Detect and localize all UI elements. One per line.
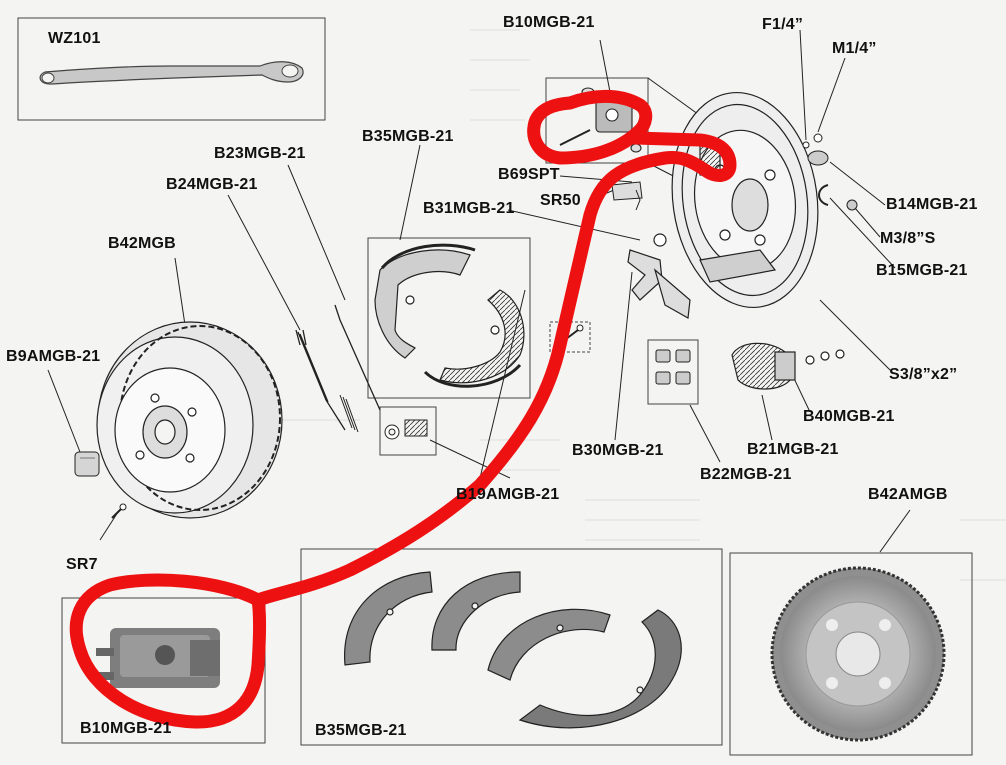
label-b24mgb-21: B24MGB-21 [166, 176, 258, 193]
label-b35mgb-21-top: B35MGB-21 [362, 128, 454, 145]
brake-drum-photo [770, 566, 946, 742]
label-b19amgb-21: B19AMGB-21 [456, 486, 560, 503]
screw-illustration [111, 503, 127, 519]
label-b9amgb-21: B9AMGB-21 [6, 348, 101, 365]
label-b69spt: B69SPT [498, 166, 560, 183]
box-b42a [729, 552, 973, 756]
label-b30mgb-21: B30MGB-21 [572, 442, 664, 459]
label-m1-4: M1/4” [832, 40, 877, 57]
annotation-circle-top [527, 89, 653, 165]
wheel-cylinder-photo [92, 628, 220, 688]
box-b35-top [367, 237, 531, 399]
label-wz101: WZ101 [48, 30, 101, 47]
box-b35-bottom [300, 548, 723, 746]
label-b42mgb: B42MGB [108, 235, 176, 252]
label-f1-4: F1/4” [762, 16, 804, 33]
label-b10mgb-21-bottom: B10MGB-21 [80, 720, 172, 737]
adjuster-pin-illustration [384, 419, 428, 440]
box-b22 [647, 339, 699, 405]
backplate-illustration [671, 91, 819, 309]
label-sr7: SR7 [66, 556, 98, 573]
box-wz101 [17, 17, 326, 121]
small-hardware-illustration [611, 133, 858, 211]
wheel-cylinder-illustration [731, 342, 845, 390]
label-s3-8-x2: S3/8”x2” [889, 366, 958, 383]
label-sr50: SR50 [540, 192, 581, 209]
wrench-illustration [39, 61, 304, 85]
label-b40mgb-21: B40MGB-21 [803, 408, 895, 425]
label-b10mgb-21-top: B10MGB-21 [503, 14, 595, 31]
brake-drum-illustration [96, 321, 283, 519]
tappet-illustration [655, 349, 691, 385]
spring-illustrations [295, 304, 381, 433]
box-b10-bottom [61, 597, 266, 744]
red-annotation [69, 89, 737, 729]
label-b31mgb-21: B31MGB-21 [423, 200, 515, 217]
brake-shoe-top-illustration [374, 243, 525, 388]
lever-illustration [627, 233, 691, 319]
annotation-circle-bottom [69, 573, 266, 729]
label-b15mgb-21: B15MGB-21 [876, 262, 968, 279]
background-print [820, 8, 823, 19]
label-b22mgb-21: B22MGB-21 [700, 466, 792, 483]
brake-shoes-photo [344, 571, 682, 729]
label-b21mgb-21: B21MGB-21 [747, 441, 839, 458]
label-m3-8-s: M3/8”S [880, 230, 936, 247]
annotation-trail [251, 131, 737, 607]
label-b42amgb: B42AMGB [868, 486, 948, 503]
nut-illustration [74, 451, 100, 477]
label-b23mgb-21: B23MGB-21 [214, 145, 306, 162]
label-b14mgb-21: B14MGB-21 [886, 196, 978, 213]
box-b19a [379, 406, 437, 456]
label-b35mgb-21-bottom: B35MGB-21 [315, 722, 407, 739]
